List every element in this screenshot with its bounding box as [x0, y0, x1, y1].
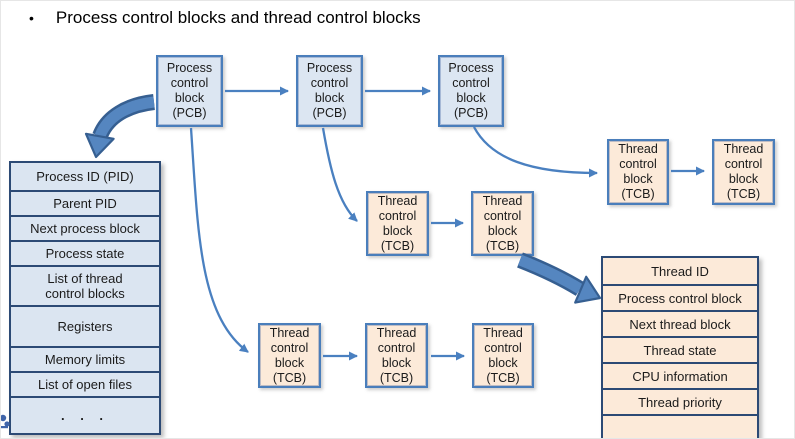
block-arrow-tcb-to-table: [517, 252, 602, 304]
table-row: CPU information: [603, 362, 757, 388]
table-row: Thread ID: [651, 263, 709, 279]
table-row: Process state: [11, 240, 159, 265]
table-row: Process control block: [603, 284, 757, 310]
arrow-pcb2-tcbm1: [321, 127, 358, 222]
bullet-icon: •: [29, 10, 34, 26]
block-arrow-pcb-to-table: [84, 94, 156, 159]
table-row: Thread priority: [603, 388, 757, 414]
tcb-box-bottom-3: Thread control block (TCB): [472, 323, 534, 388]
tcb-fields-table: Thread ID Process control block Next thr…: [601, 256, 759, 438]
table-row-ellipsis: . . .: [11, 396, 159, 433]
pcb-fields-table: Process ID (PID) Parent PID Next process…: [9, 161, 161, 435]
table-row: Process ID (PID): [36, 169, 134, 184]
slide-title: • Process control blocks and thread cont…: [29, 7, 421, 29]
table-row: Thread state: [603, 336, 757, 362]
tcb-box-bottom-2: Thread control block (TCB): [365, 323, 428, 388]
table-row: List of thread control blocks: [11, 265, 159, 305]
title-text: Process control blocks and thread contro…: [55, 8, 421, 27]
table-row: Next process block: [11, 215, 159, 240]
watermark-fragment-icon: [1, 414, 10, 429]
table-row: [603, 414, 757, 438]
table-row: Memory limits: [11, 346, 159, 371]
table-row: List of open files: [11, 371, 159, 396]
table-row: Next thread block: [603, 310, 757, 336]
tcb-box-middle-1: Thread control block (TCB): [366, 191, 429, 256]
arrow-pcb1-tcbb1: [189, 127, 249, 353]
pcb-box-1: Process control block (PCB): [156, 55, 223, 127]
table-row: Parent PID: [11, 190, 159, 215]
tcb-box-topright-1: Thread control block (TCB): [607, 139, 669, 205]
table-row-label: List of thread control blocks: [45, 271, 125, 301]
arrow-pcb3-tcbr1: [472, 126, 598, 178]
tcb-box-bottom-1: Thread control block (TCB): [258, 323, 321, 388]
pcb-box-2: Process control block (PCB): [296, 55, 363, 127]
pcb-box-3: Process control block (PCB): [438, 55, 504, 127]
table-row: Registers: [11, 305, 159, 346]
tcb-box-topright-2: Thread control block (TCB): [712, 139, 775, 205]
tcb-box-middle-2: Thread control block (TCB): [471, 191, 534, 256]
